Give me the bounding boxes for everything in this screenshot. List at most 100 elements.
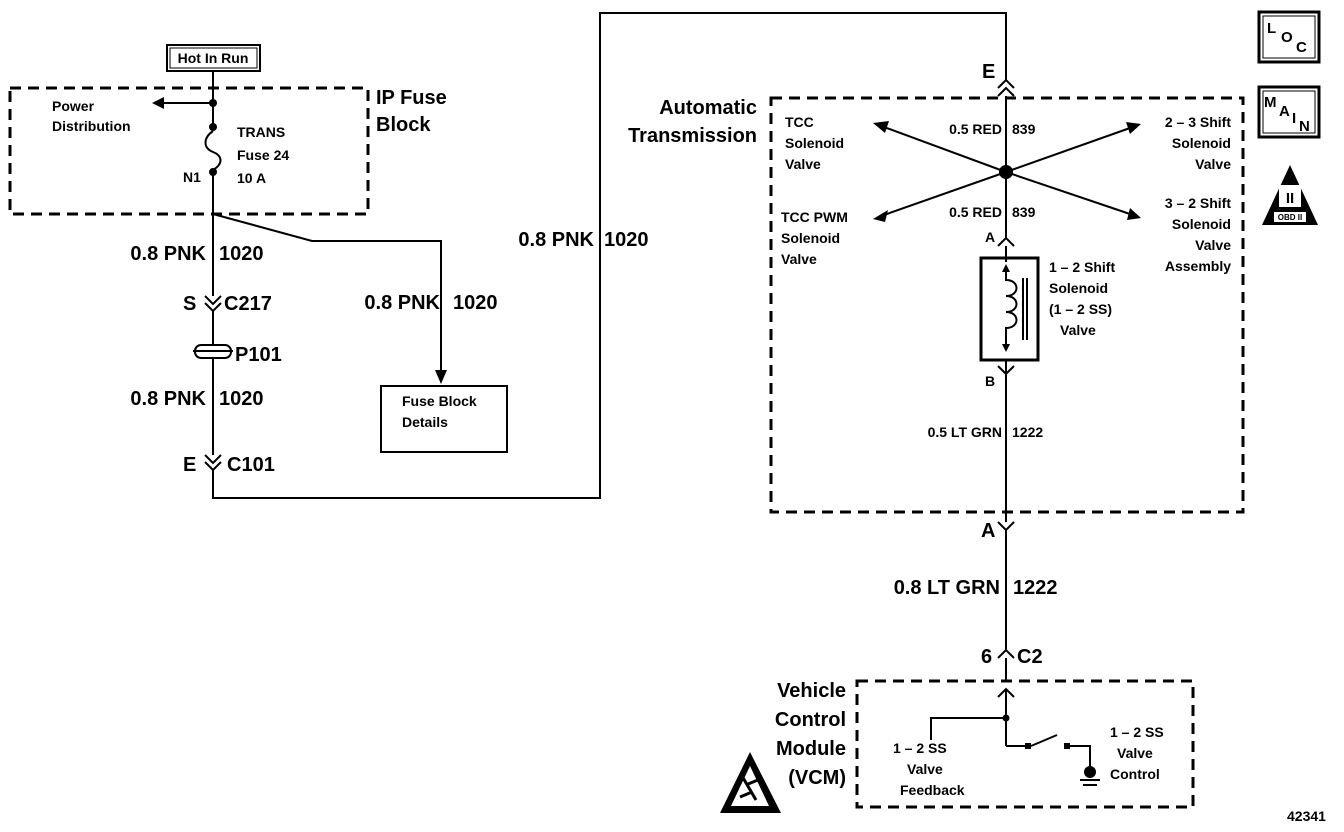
svg-text:839: 839 [1012,121,1036,137]
svg-text:Control: Control [1110,766,1160,782]
wire-label: 0.8 PNK [364,292,440,314]
svg-text:C217: C217 [224,293,272,315]
tcc-solenoid-label: TCC [785,114,814,130]
ip-fuse-block-title: IP Fuse [376,87,447,109]
fuse-block-details-box[interactable] [380,385,508,453]
svg-text:Solenoid: Solenoid [785,135,844,151]
wire-label: 0.5 RED [949,121,1002,137]
svg-text:I: I [1292,110,1296,127]
main-badge[interactable]: M A I N [1257,85,1321,139]
svg-text:C2: C2 [1017,646,1043,668]
wire-label: 0.5 LT GRN [928,424,1002,440]
power-distribution-label: Power [52,98,95,114]
svg-text:Distribution: Distribution [52,118,131,134]
hot-in-run-label: Hot In Run [178,50,249,66]
svg-text:1020: 1020 [453,292,498,314]
svg-text:Solenoid: Solenoid [1049,280,1108,296]
wire-label: 0.8 PNK [130,243,206,265]
svg-text:M: M [1264,94,1277,111]
connector-label: 6 [981,646,992,668]
figure-number: 42341 [1287,808,1326,824]
svg-text:1020: 1020 [219,243,264,265]
connector-label: S [183,293,196,315]
svg-text:Module: Module [776,738,846,760]
fuse-block-details-label: Fuse Block [402,393,477,409]
svg-text:Solenoid: Solenoid [1172,135,1231,151]
svg-text:Solenoid: Solenoid [781,230,840,246]
arrow-down-icon [435,370,447,384]
svg-text:Control: Control [775,709,846,731]
vcm-title: Vehicle [777,680,846,702]
arrow-icon [873,210,888,222]
connector-a-top [997,236,1015,247]
connector-label: E [183,454,196,476]
shift-3-2-solenoid-label: 3 – 2 Shift [1165,195,1231,211]
connector-label: B [985,373,995,389]
svg-text:Valve: Valve [907,761,943,777]
connector-c2 [997,648,1015,659]
connector-e-top [997,78,1015,97]
svg-text:Valve: Valve [1195,156,1231,172]
arrow-left-icon [152,97,164,109]
svg-text:Details: Details [402,414,448,430]
svg-text:C101: C101 [227,454,275,476]
svg-text:Valve: Valve [1060,322,1096,338]
svg-text:(VCM): (VCM) [788,767,846,789]
svg-text:OBD II: OBD II [1278,213,1302,222]
svg-text:O: O [1281,29,1293,46]
vcm-boundary [855,679,1195,809]
arrow-icon [1127,208,1141,220]
wire-label: 0.8 PNK [130,388,206,410]
svg-text:N: N [1299,118,1310,135]
valve-feedback-label: 1 – 2 SS [893,740,947,756]
connector-a-bottom [997,521,1015,532]
ground-icon [1084,766,1096,778]
valve-control-label: 1 – 2 SS [1110,724,1164,740]
wire-label: 0.8 PNK [518,229,594,251]
svg-text:Valve: Valve [785,156,821,172]
svg-text:C: C [1296,39,1307,56]
svg-text:L: L [1267,20,1276,37]
tcc-pwm-solenoid-label: TCC PWM [781,209,848,225]
svg-text:1020: 1020 [219,388,264,410]
svg-text:Valve: Valve [1117,745,1153,761]
svg-text:1222: 1222 [1012,424,1043,440]
connector-c101 [204,454,222,472]
esd-warning-icon [720,752,781,813]
svg-text:A: A [1279,103,1290,120]
ip-fuse-block-boundary [8,86,370,216]
svg-text:(1 – 2 SS): (1 – 2 SS) [1049,301,1112,317]
arrow-icon [1126,122,1141,134]
svg-text:II: II [1286,190,1294,207]
shift-1-2-solenoid-label: 1 – 2 Shift [1049,259,1115,275]
connector-label: A [981,520,995,542]
connector-label: A [985,229,995,245]
connector-label: P101 [235,344,282,366]
wire-label: 0.8 LT GRN [894,577,1000,599]
connector-label: E [982,61,995,83]
svg-text:1222: 1222 [1013,577,1058,599]
shift-1-2-solenoid [979,256,1040,362]
obd-ii-icon: II OBD II [1262,165,1318,225]
shift-2-3-solenoid-label: 2 – 3 Shift [1165,114,1231,130]
svg-text:10 A: 10 A [237,170,266,186]
wire-label: 0.5 RED [949,204,1002,220]
automatic-transmission-title: Automatic [659,97,757,119]
connector-c217 [204,295,222,313]
svg-text:1020: 1020 [604,229,649,251]
fuse-label: TRANS [237,124,285,140]
svg-text:Transmission: Transmission [628,125,757,147]
svg-text:Valve: Valve [1195,237,1231,253]
n1-label: N1 [183,169,201,185]
svg-text:Valve: Valve [781,251,817,267]
svg-text:Feedback: Feedback [900,782,965,798]
svg-text:Fuse 24: Fuse 24 [237,147,289,163]
coil-icon [1005,268,1018,348]
svg-text:Solenoid: Solenoid [1172,216,1231,232]
arrow-icon [873,121,889,133]
svg-text:Block: Block [376,114,431,136]
svg-text:839: 839 [1012,204,1036,220]
loc-badge[interactable]: L O C [1257,10,1321,64]
fuse-icon [204,130,222,171]
